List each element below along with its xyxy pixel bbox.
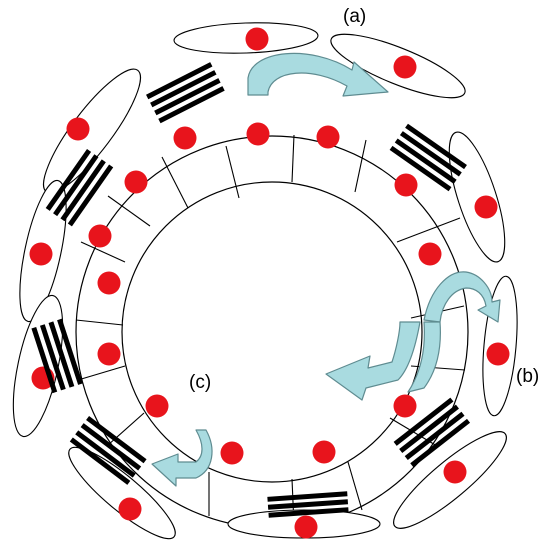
ring-divider xyxy=(292,135,294,182)
label-c: (c) xyxy=(189,372,211,393)
outer-bead xyxy=(295,516,318,539)
arrow-b-long xyxy=(326,322,420,400)
arrow-b-hook xyxy=(424,272,500,322)
ring-divider xyxy=(226,146,239,198)
ring-bead xyxy=(313,441,336,464)
ring-divider xyxy=(108,196,150,226)
label-b: (b) xyxy=(516,366,539,387)
ring-bead xyxy=(89,225,112,248)
ring-bead xyxy=(174,127,197,150)
outer-ellipse xyxy=(3,291,72,440)
ring-bead xyxy=(395,174,418,197)
outer-bead xyxy=(444,461,467,484)
ring-divider xyxy=(78,366,125,380)
ring-divider xyxy=(397,218,460,242)
outer-bead xyxy=(394,56,417,79)
ring-bead xyxy=(419,243,442,266)
outer-ellipse xyxy=(438,126,516,267)
outer-bead xyxy=(67,118,90,141)
ring-divider xyxy=(348,462,362,510)
transition-arrows xyxy=(152,53,500,486)
ring-bead xyxy=(146,395,169,418)
stack-block xyxy=(146,62,225,123)
ring-bead xyxy=(221,442,244,465)
inner-ring xyxy=(122,182,422,482)
ring-bead xyxy=(125,171,148,194)
ring-divider xyxy=(355,140,366,192)
outer-bead xyxy=(119,498,142,521)
ring-bead xyxy=(247,123,270,146)
ring-divider xyxy=(162,157,188,208)
arrow-c xyxy=(152,430,212,486)
outer-bead xyxy=(487,343,510,366)
outer-bead xyxy=(30,243,53,266)
ring-divider xyxy=(76,320,123,325)
ring-bead xyxy=(394,395,417,418)
ring-bead xyxy=(98,343,121,366)
ring-bead xyxy=(98,272,121,295)
outer-bead xyxy=(475,196,498,219)
outer-bead xyxy=(246,28,269,51)
ring-bead xyxy=(317,126,340,149)
label-a: (a) xyxy=(343,6,366,27)
